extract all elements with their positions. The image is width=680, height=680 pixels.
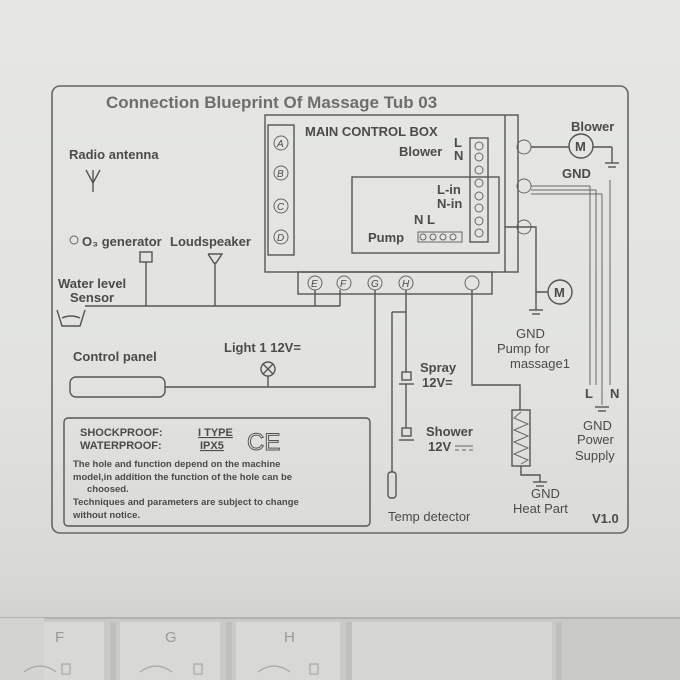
antenna-icon bbox=[85, 169, 101, 192]
socket-f bbox=[44, 622, 104, 680]
light-label: Light 1 12V= bbox=[224, 340, 301, 355]
socket-f-letter: F bbox=[55, 629, 64, 646]
blower-label: Blower bbox=[571, 119, 614, 134]
o3-bullet-icon bbox=[69, 235, 79, 245]
note-line-4: Techniques and parameters are subject to… bbox=[73, 497, 299, 508]
left-port-b: B bbox=[273, 165, 289, 181]
main-control-box-label: MAIN CONTROL BOX bbox=[305, 124, 438, 139]
loudspeaker-icon bbox=[207, 253, 224, 264]
temp-detector-label: Temp detector bbox=[388, 509, 471, 524]
note-line-5: without notice. bbox=[72, 510, 140, 521]
power-gnd-label: GND bbox=[583, 418, 612, 433]
bottom-port-h: H bbox=[398, 275, 414, 291]
power-l-label: L bbox=[585, 386, 593, 401]
shower-voltage-label: 12V bbox=[428, 439, 451, 454]
note-line-1: The hole and function depend on the mach… bbox=[73, 459, 280, 470]
shower-label: Shower bbox=[426, 424, 473, 439]
massage1-label: massage1 bbox=[510, 356, 570, 371]
ce-mark: CE bbox=[247, 429, 280, 456]
terminal-n-in-label: N-in bbox=[437, 196, 462, 211]
diagram-title: Connection Blueprint Of Massage Tub 03 bbox=[106, 93, 437, 112]
blower-terminal-label: Blower bbox=[399, 144, 442, 159]
supply-label: Supply bbox=[575, 448, 615, 463]
spray-icon bbox=[399, 371, 414, 385]
spray-voltage-label: 12V= bbox=[422, 375, 453, 390]
light-bulb-icon bbox=[260, 361, 276, 377]
bottom-port-g: G bbox=[367, 275, 383, 291]
note-line-2: model,in addition the function of the ho… bbox=[73, 472, 292, 483]
svg-text:D: D bbox=[277, 233, 284, 244]
socket-h-letter: H bbox=[284, 629, 295, 646]
svg-text:G: G bbox=[371, 279, 379, 290]
socket-g-letter: G bbox=[165, 629, 177, 646]
svg-text:C: C bbox=[277, 202, 285, 213]
bottom-port-f: F bbox=[336, 275, 352, 291]
blower-motor-icon bbox=[568, 133, 594, 159]
bottom-port-e: E bbox=[307, 275, 323, 291]
pump-terminals bbox=[417, 231, 463, 243]
massage-pump-motor-m: M bbox=[554, 285, 565, 300]
shower-icon bbox=[399, 427, 414, 441]
blower-gnd-label: GND bbox=[562, 166, 591, 181]
left-port-d: D bbox=[273, 229, 289, 245]
svg-text:F: F bbox=[340, 279, 347, 290]
shockproof-label: SHOCKPROOF: bbox=[80, 427, 163, 439]
o3-generator-label: O₃ generator bbox=[82, 234, 162, 249]
waterproof-label: WATERPROOF: bbox=[80, 440, 162, 452]
version-label: V1.0 bbox=[592, 511, 619, 526]
heat-part-label: Heat Part bbox=[513, 501, 568, 516]
spray-label: Spray bbox=[420, 360, 457, 375]
heat-gnd-label: GND bbox=[531, 486, 560, 501]
water-level-sensor-icon bbox=[56, 309, 86, 327]
left-port-a: A bbox=[273, 135, 289, 151]
notice-box bbox=[63, 417, 371, 527]
svg-text:H: H bbox=[402, 279, 410, 290]
blower-motor-m: M bbox=[575, 139, 586, 154]
svg-text:B: B bbox=[277, 169, 284, 180]
massage-pump-motor-icon bbox=[547, 279, 573, 305]
terminal-nl-label: N L bbox=[414, 212, 435, 227]
power-ground-icon bbox=[595, 406, 609, 412]
pump-for-label: Pump for bbox=[497, 341, 550, 356]
terminal-n-label: N bbox=[454, 148, 463, 163]
control-panel-icon bbox=[69, 376, 166, 398]
radio-antenna-label: Radio antenna bbox=[69, 147, 159, 162]
loudspeaker-label: Loudspeaker bbox=[170, 234, 251, 249]
output-hole-1 bbox=[516, 139, 532, 155]
shockproof-value: I TYPE bbox=[198, 427, 233, 439]
temp-detector-icon bbox=[387, 471, 397, 499]
terminal-block bbox=[469, 137, 489, 243]
sensor-label: Sensor bbox=[70, 290, 114, 305]
pump-terminal-label: Pump bbox=[368, 230, 404, 245]
pump-ground-icon bbox=[529, 309, 543, 315]
power-label: Power bbox=[577, 432, 615, 447]
left-port-strip bbox=[267, 124, 295, 256]
control-panel-label: Control panel bbox=[73, 349, 157, 364]
waterproof-value: IPX5 bbox=[200, 440, 224, 452]
pump-gnd-label: GND bbox=[516, 326, 545, 341]
inner-board bbox=[351, 176, 500, 254]
bottom-port-strip bbox=[297, 271, 493, 295]
heat-ground-icon bbox=[533, 481, 547, 487]
water-level-label: Water level bbox=[58, 276, 126, 291]
left-port-c: C bbox=[273, 198, 289, 214]
label-border bbox=[51, 85, 629, 534]
note-line-3: choosed. bbox=[87, 484, 129, 495]
svg-text:A: A bbox=[276, 139, 284, 150]
o3-generator-icon bbox=[139, 251, 153, 263]
terminal-l-label: L bbox=[454, 135, 462, 150]
power-n-label: N bbox=[610, 386, 619, 401]
output-hole-2 bbox=[516, 178, 532, 194]
svg-text:E: E bbox=[311, 279, 318, 290]
blower-ground-icon bbox=[605, 162, 619, 168]
terminal-l-in-label: L-in bbox=[437, 182, 461, 197]
